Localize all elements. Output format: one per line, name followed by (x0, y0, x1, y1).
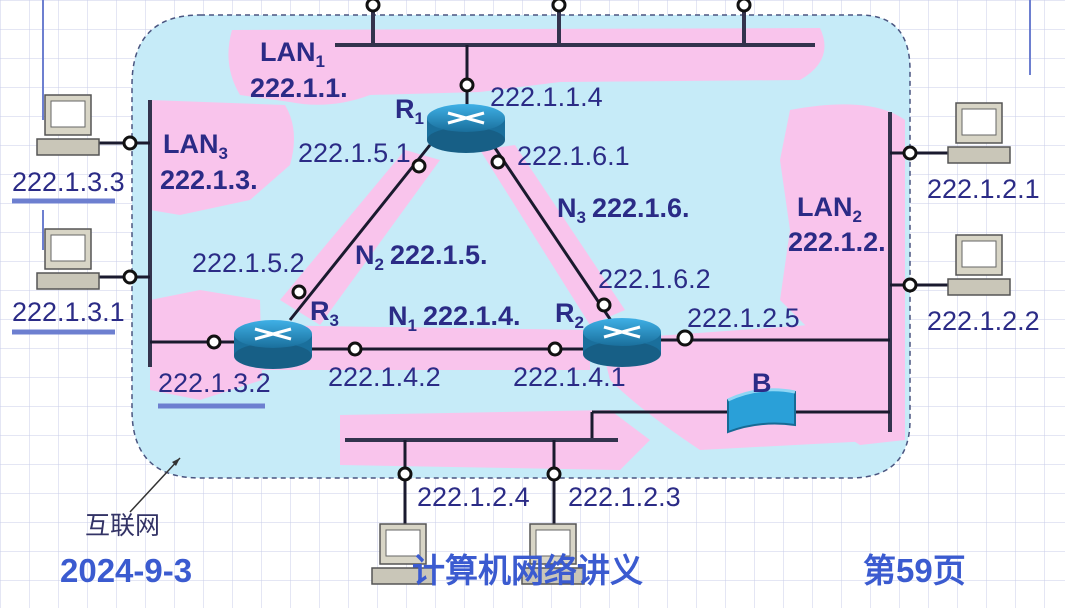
bottom-bus (345, 438, 618, 525)
address-label: 222.1.6.2 (598, 264, 711, 294)
host-computer-icon[interactable] (947, 234, 1011, 296)
router-r3-label: R3 (310, 296, 339, 330)
lan2-label: LAN2 (797, 192, 862, 226)
host-address-label: 222.1.2.1 (927, 174, 1040, 204)
router-r2-icon[interactable] (583, 318, 661, 367)
host-computer-icon[interactable] (947, 102, 1011, 164)
point-to-point-links (288, 144, 614, 357)
host-computer-icon[interactable] (521, 523, 585, 585)
router-r3-icon[interactable] (234, 320, 312, 369)
address-label: 222.1.5.1 (298, 138, 411, 168)
lan2-bus (590, 112, 950, 440)
lan3-bus (92, 100, 240, 367)
host-address-label: 222.1.2.4 (417, 482, 530, 512)
lan1-prefix: 222.1.1. (250, 73, 348, 103)
bridge-icon[interactable] (727, 388, 796, 434)
address-label: 222.1.5.2 (192, 248, 305, 278)
address-label: 222.1.6.1 (517, 141, 630, 171)
host-address-label: 222.1.2.2 (927, 306, 1040, 336)
footer-page-number: 第59页 (863, 552, 966, 589)
host-computer-icon[interactable] (36, 228, 100, 290)
footer-title: 计算机网络讲义 (412, 552, 643, 589)
bridge-label: B (752, 368, 772, 398)
host-address-label: 222.1.2.3 (568, 482, 681, 512)
address-label: 222.1.3.2 (158, 368, 271, 398)
lan3-prefix: 222.1.3. (160, 165, 258, 195)
host-computer-icon[interactable] (36, 94, 100, 156)
host-computer-icon[interactable] (371, 523, 435, 585)
address-underlines (12, 198, 265, 409)
host-address-label: 222.1.3.1 (12, 297, 125, 327)
lan3-label: LAN3 (163, 129, 228, 163)
host-address-label: 222.1.3.3 (12, 167, 125, 197)
address-label: 222.1.1.4 (490, 82, 603, 112)
lan1-label: LAN1 (260, 37, 325, 71)
address-label: 222.1.2.5 (687, 303, 800, 333)
address-label: 222.1.4.1 (513, 362, 626, 392)
address-label: 222.1.4.2 (328, 362, 441, 392)
footer-date: 2024-9-3 (60, 552, 192, 589)
internet-pointer-arrow (129, 457, 181, 513)
router-r2-label: R2 (555, 298, 584, 332)
router-r1-icon[interactable] (427, 104, 505, 153)
router-r1-label: R1 (395, 94, 424, 128)
lan1-bus (335, 0, 815, 108)
internet-label: 互联网 (85, 512, 160, 540)
lan2-prefix: 222.1.2. (788, 227, 886, 257)
